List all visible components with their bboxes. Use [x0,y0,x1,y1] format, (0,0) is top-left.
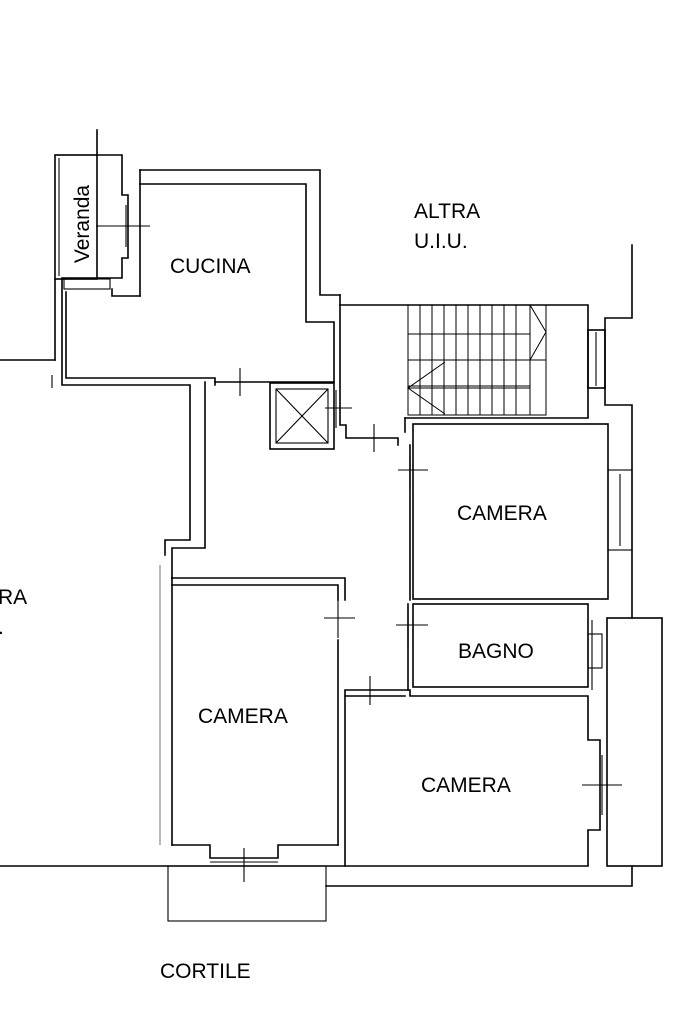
courtyard-label: CORTILE [160,960,251,983]
bedroom-left-label: CAMERA [198,705,288,728]
left-adjacent-label-line1: RA [0,586,27,609]
altra-uiu-label-line2: U.I.U. [414,230,468,253]
right-exterior-wall [587,244,633,619]
altra-uiu-label-line1: ALTRA [414,200,480,223]
door-marks [96,205,622,882]
kitchen-label: CUCINA [170,255,251,278]
stairwell [339,294,589,446]
bedroom-bottom-label: CAMERA [421,774,511,797]
bedroom-bottom-walls [344,689,601,867]
right-column [606,617,663,867]
bathroom-label: BAGNO [458,640,534,663]
bottom-exterior [0,865,633,922]
lift-shaft [269,382,335,450]
veranda-area [0,129,111,361]
veranda-label: Veranda [71,185,94,264]
left-adjacent-label-line2: . [0,616,4,639]
bedroom-right-label: CAMERA [457,502,547,525]
kitchen-walls [51,154,341,579]
